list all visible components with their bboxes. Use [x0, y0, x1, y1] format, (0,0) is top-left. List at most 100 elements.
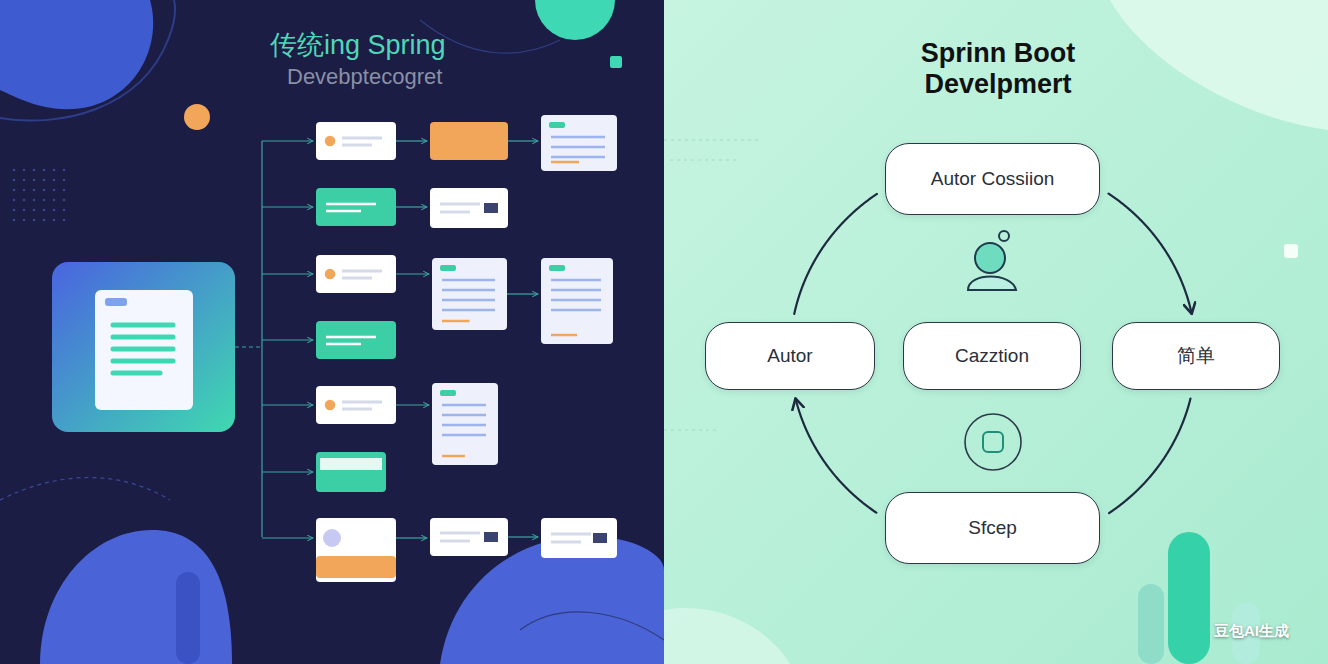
- dot-grid: [13, 199, 16, 202]
- file-tree: [442, 289, 495, 292]
- file-tree: [551, 136, 605, 139]
- cycle-arrow: [1109, 194, 1192, 314]
- settings-icon: [965, 414, 1021, 470]
- dot-grid: [53, 219, 56, 222]
- panel-title: Sprinn Boot Develpmert: [868, 38, 1128, 100]
- file-tree: [541, 115, 617, 171]
- left-background: [0, 0, 664, 664]
- file-tree: [396, 537, 427, 538]
- file-tree: [261, 141, 262, 537]
- cycle-arrow: [794, 194, 877, 314]
- file-tree: [342, 401, 382, 404]
- file-tree: [442, 309, 495, 312]
- right-background: [1168, 532, 1210, 664]
- file-tree: [316, 452, 386, 492]
- dot-grid: [23, 209, 26, 212]
- dot-grid: [43, 179, 46, 182]
- file-tree: [430, 188, 508, 228]
- file-tree: [262, 537, 313, 538]
- file-tree: [442, 414, 486, 417]
- file-tree: [484, 532, 498, 542]
- file-tree: [549, 122, 565, 128]
- file-tree: [262, 140, 313, 141]
- right-background: [1284, 244, 1298, 258]
- dot-grid: [53, 199, 56, 202]
- file-tree: [316, 188, 396, 226]
- file-tree: [316, 518, 396, 582]
- dot-grid: [23, 199, 26, 202]
- big-document-card: [113, 325, 173, 373]
- file-tree: [316, 188, 396, 226]
- dot-grid: [33, 179, 36, 182]
- file-tree: [551, 334, 577, 337]
- file-tree: [508, 536, 538, 537]
- file-tree: [440, 211, 470, 214]
- node-label: Sfcep: [968, 517, 1017, 540]
- watermark: 豆包AI生成: [1214, 622, 1289, 639]
- panel-title: 传统ing Spring: [270, 30, 446, 61]
- process-box: Cazztion: [903, 322, 1081, 390]
- dot-grid: [43, 169, 46, 172]
- person-icon: [975, 243, 1005, 273]
- process-box: Autor Cossiion: [885, 143, 1100, 215]
- process-box: Sfcep: [885, 492, 1100, 564]
- file-tree: [262, 206, 313, 207]
- file-tree: [432, 258, 507, 330]
- file-tree: [262, 404, 313, 405]
- file-tree: [430, 122, 508, 160]
- dot-grid: [23, 179, 26, 182]
- file-tree: [316, 321, 396, 359]
- file-tree: [324, 135, 336, 147]
- file-tree: [316, 122, 396, 160]
- big-document-card: [52, 262, 235, 432]
- cycle-arrow: [795, 398, 876, 512]
- dot-grid: [43, 199, 46, 202]
- right-background: [664, 0, 1328, 664]
- cycle-arrow: [1109, 399, 1190, 513]
- file-tree: [262, 471, 313, 472]
- file-tree: [442, 320, 470, 323]
- file-tree: [541, 518, 617, 558]
- node-label: Cazztion: [955, 345, 1029, 368]
- file-tree: [430, 122, 508, 160]
- file-tree: [507, 293, 538, 294]
- file-tree: [316, 556, 396, 578]
- file-tree: [508, 140, 538, 141]
- person-icon: [968, 277, 1016, 291]
- dot-grid: [53, 189, 56, 192]
- file-tree: [323, 529, 341, 547]
- file-tree: [551, 279, 601, 282]
- file-tree: [262, 273, 313, 274]
- big-document-card: [113, 335, 173, 340]
- file-tree: [541, 115, 617, 171]
- file-tree: [551, 541, 581, 544]
- left-background: [0, 0, 175, 121]
- file-tree: [324, 268, 336, 280]
- dot-grid: [63, 209, 66, 212]
- file-tree: [326, 336, 376, 339]
- left-background: [520, 612, 664, 640]
- left-background: [176, 572, 200, 664]
- dot-grid: [63, 169, 66, 172]
- file-tree: [262, 339, 313, 340]
- left-background: [535, 0, 615, 40]
- right-background: [1110, 0, 1328, 130]
- dot-grid: [13, 219, 16, 222]
- file-tree: [551, 146, 605, 149]
- dot-grid: [13, 169, 16, 172]
- big-document-card: [52, 262, 235, 432]
- file-tree: [396, 140, 427, 141]
- dot-grid: [13, 179, 16, 182]
- file-tree: [551, 289, 601, 292]
- left-background: [0, 478, 170, 501]
- file-tree: [235, 346, 262, 347]
- dot-grid: [13, 189, 16, 192]
- dot-grid: [23, 189, 26, 192]
- file-tree: [440, 540, 470, 543]
- file-tree: [316, 386, 396, 424]
- dot-grid: [53, 179, 56, 182]
- dot-grid: [23, 169, 26, 172]
- file-tree: [440, 390, 456, 396]
- file-tree: [342, 408, 372, 411]
